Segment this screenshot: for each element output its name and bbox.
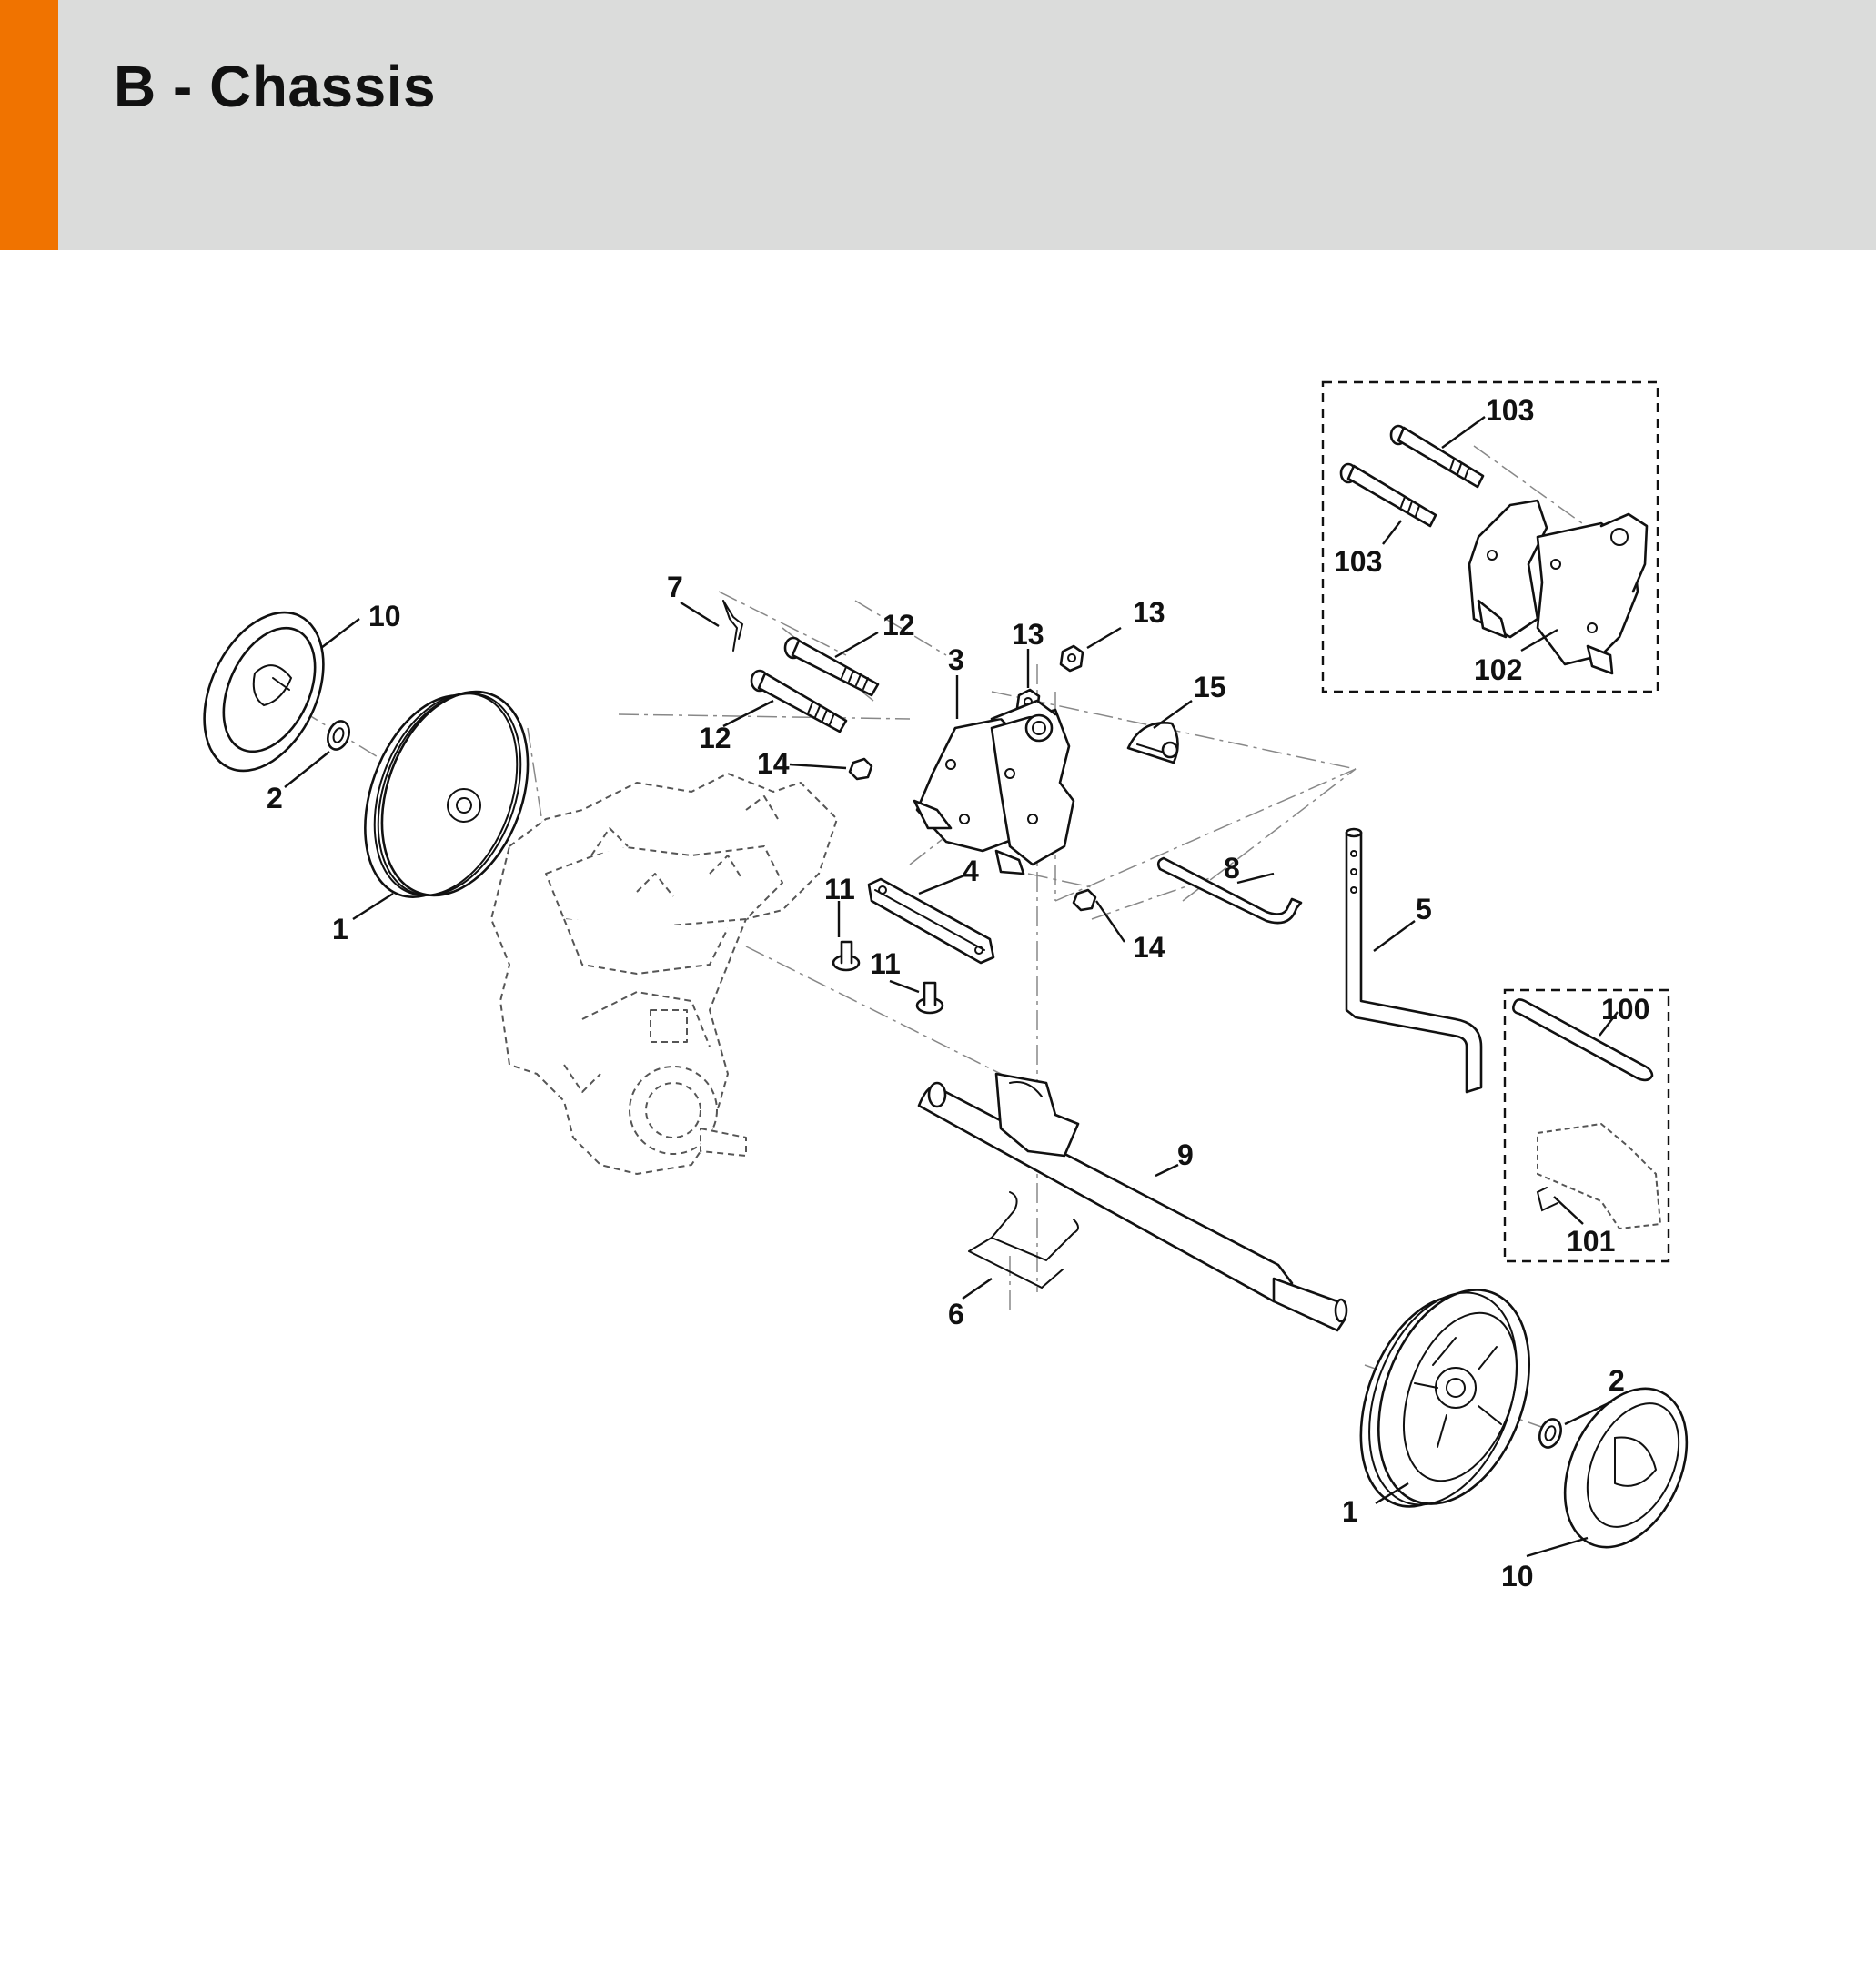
nut-upper (848, 757, 873, 781)
carriage-bolt-lower (915, 981, 944, 1015)
callout-6: 6 (948, 1298, 964, 1330)
callout-12-lower: 12 (699, 722, 731, 754)
washer-right (1538, 1418, 1562, 1449)
handle-rod (1156, 856, 1303, 925)
adjustment-crank (1345, 827, 1483, 1094)
washer-left (327, 720, 350, 751)
leader-lines (284, 416, 1619, 1558)
callout-15: 15 (1194, 671, 1226, 703)
nut-lower (1072, 888, 1097, 912)
rear-axle (917, 1072, 1348, 1332)
mounting-plate (867, 877, 995, 965)
callout-9: 9 (1177, 1138, 1194, 1171)
page-title: B - Chassis (114, 54, 437, 119)
hub-cap-left (203, 611, 325, 773)
carriage-bolt-upper (832, 940, 861, 972)
callout-1-right: 1 (1342, 1495, 1358, 1528)
callout-13-right: 13 (1133, 596, 1165, 629)
bolt-lower (750, 669, 848, 733)
callout-1-left: 1 (332, 913, 348, 946)
callout-4: 4 (963, 855, 979, 887)
callout-103-lower: 103 (1334, 545, 1382, 578)
gearbox-housing-reference (490, 773, 838, 1175)
bracket (913, 699, 1075, 875)
callout-3: 3 (948, 643, 964, 676)
callout-102: 102 (1474, 653, 1522, 686)
bolt-upper (783, 636, 880, 697)
callout-100: 100 (1601, 993, 1649, 1026)
hub-cap-right (1563, 1387, 1689, 1549)
callout-2-left: 2 (267, 782, 283, 814)
callout-8: 8 (1224, 852, 1240, 885)
wheel-right (1359, 1289, 1531, 1508)
spring (968, 1191, 1079, 1289)
callout-11-lower: 11 (870, 947, 901, 980)
callout-11-upper: 11 (824, 873, 855, 905)
callout-12-upper: 12 (883, 609, 915, 642)
spring-clip (722, 600, 744, 652)
header-bar: B - Chassis (0, 0, 1876, 250)
callout-103-upper: 103 (1486, 394, 1534, 427)
callout-13-left: 13 (1012, 618, 1044, 651)
callout-10-left: 10 (368, 600, 401, 632)
kit-box-bracket-102 (1321, 380, 1659, 693)
callout-14-lower: 14 (1133, 931, 1165, 964)
callout-14-upper: 14 (757, 747, 790, 780)
callout-5: 5 (1416, 893, 1432, 925)
header-accent-stripe (0, 0, 58, 250)
callout-101: 101 (1567, 1225, 1615, 1258)
callout-2-right: 2 (1609, 1364, 1625, 1397)
callout-numbers: 10 2 1 7 12 12 14 3 13 13 15 4 11 11 8 1… (267, 394, 1649, 1593)
kit-box-rod-100 (1503, 988, 1670, 1263)
callout-10-right: 10 (1501, 1560, 1534, 1593)
lock-nut-right (1059, 644, 1084, 673)
lynch-pin (1126, 722, 1179, 764)
wheel-left (364, 690, 530, 898)
callout-7: 7 (667, 571, 683, 603)
